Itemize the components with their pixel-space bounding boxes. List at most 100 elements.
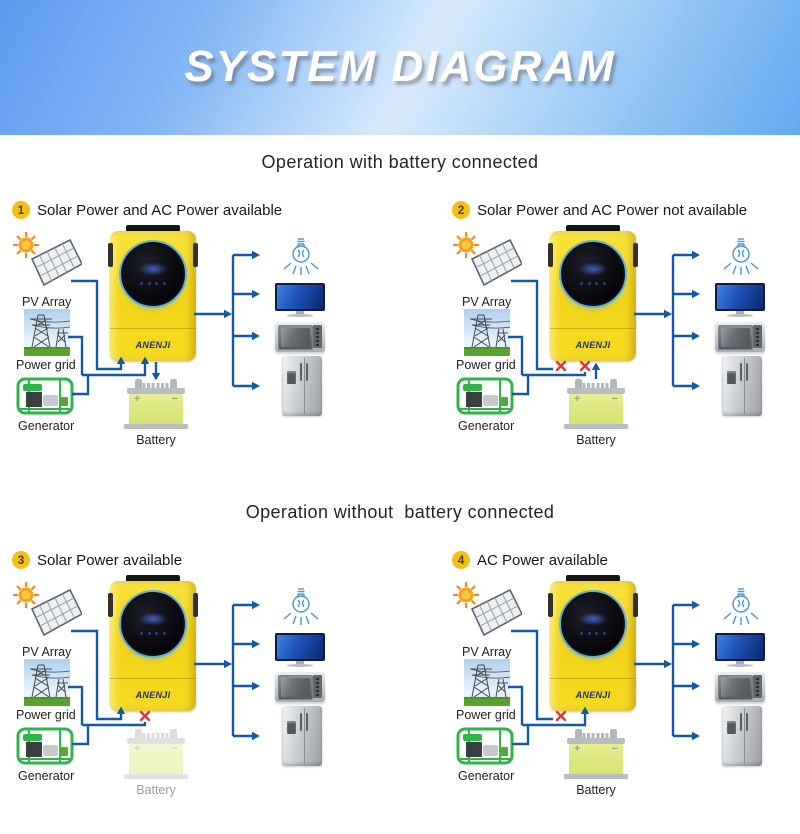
panel-4: 4 AC Power available PV Array xyxy=(448,543,793,834)
refrigerator-icon xyxy=(722,706,762,766)
pv-array-label: PV Array xyxy=(462,295,512,309)
inverter-vent xyxy=(126,225,180,232)
generator-icon xyxy=(456,373,514,417)
panel-3-title-row: 3 Solar Power available xyxy=(12,551,182,569)
generator-icon xyxy=(16,723,74,767)
inverter: ANENJI xyxy=(108,575,198,711)
inverter: ANENJI xyxy=(108,225,198,361)
panel-title: Solar Power available xyxy=(37,551,183,569)
tv-icon xyxy=(715,283,765,317)
panel-title: AC Power available xyxy=(477,551,608,569)
battery-plus-sign: + xyxy=(134,743,141,755)
power-grid-icon xyxy=(24,659,70,706)
panel-number-badge: 3 xyxy=(12,551,30,569)
inverter: ANENJI xyxy=(548,575,638,711)
microwave-icon xyxy=(275,672,325,702)
battery-icon: + − xyxy=(564,729,628,779)
battery-label: Battery xyxy=(136,783,176,797)
panel-2: 2 Solar Power and AC Power not available xyxy=(448,193,793,493)
section-heading-with-battery: Operation with battery connected xyxy=(261,152,539,172)
pv-disconnect-x-icon xyxy=(555,710,567,722)
ac-input-line xyxy=(82,722,147,727)
battery-label: Battery xyxy=(136,433,176,447)
light-bulb-icon xyxy=(719,237,763,275)
ac-input-line xyxy=(522,372,587,377)
battery-plus-sign: + xyxy=(574,743,581,755)
microwave-icon xyxy=(715,322,765,352)
refrigerator-icon xyxy=(722,356,762,416)
power-grid-icon xyxy=(464,309,510,356)
generator-icon xyxy=(456,723,514,767)
power-grid-label: Power grid xyxy=(16,358,76,372)
battery-discharge-arrow xyxy=(591,362,601,370)
inverter-brand-logo: ANENJI xyxy=(575,690,611,700)
panel-title: Solar Power and AC Power not available xyxy=(477,201,748,219)
pv-disconnect-x-icon xyxy=(555,360,567,372)
microwave-icon xyxy=(715,672,765,702)
inverter-brand-logo: ANENJI xyxy=(135,340,171,350)
ac-disconnect-x-icon xyxy=(579,360,591,372)
battery-label: Battery xyxy=(576,433,616,447)
inverter: ANENJI xyxy=(548,225,638,361)
power-grid-icon xyxy=(24,309,70,356)
panel-number-badge: 2 xyxy=(452,201,470,219)
light-bulb-icon xyxy=(719,587,763,625)
pv-array-label: PV Array xyxy=(462,645,512,659)
pv-array-icon xyxy=(452,581,524,643)
battery-minus-sign: − xyxy=(171,393,178,405)
pv-array-icon xyxy=(12,581,84,643)
generator-line xyxy=(72,725,90,746)
battery-minus-sign: − xyxy=(171,743,178,755)
microwave-icon xyxy=(275,322,325,352)
pv-line xyxy=(511,629,553,721)
power-grid-label: Power grid xyxy=(16,708,76,722)
light-bulb-icon xyxy=(279,587,323,625)
panel-1: 1 Solar Power and AC Power available xyxy=(8,193,353,493)
refrigerator-icon xyxy=(282,706,322,766)
generator-line xyxy=(72,375,90,396)
generator-icon xyxy=(16,373,74,417)
panel-number-badge: 4 xyxy=(452,551,470,569)
battery-label: Battery xyxy=(576,783,616,797)
power-grid-label: Power grid xyxy=(456,708,516,722)
battery-icon: + − xyxy=(124,379,188,429)
pv-array-icon xyxy=(452,231,524,293)
inverter-display xyxy=(121,242,185,306)
inverter-display xyxy=(121,592,185,656)
panel-number-badge: 1 xyxy=(12,201,30,219)
battery-icon: + − xyxy=(564,379,628,429)
panel-title: Solar Power and AC Power available xyxy=(37,201,283,219)
tv-icon xyxy=(275,283,325,317)
panel-1-title-row: 1 Solar Power and AC Power available xyxy=(12,201,282,219)
pv-array-label: PV Array xyxy=(22,645,72,659)
panel-2-title-row: 2 Solar Power and AC Power not available xyxy=(452,201,747,219)
panel-3: 3 Solar Power available PV Ar xyxy=(8,543,353,834)
generator-label: Generator xyxy=(458,419,515,433)
generator-label: Generator xyxy=(458,769,515,783)
generator-line xyxy=(512,725,530,746)
inverter-vent xyxy=(566,225,620,232)
generator-label: Generator xyxy=(18,419,75,433)
battery-minus-sign: − xyxy=(611,743,618,755)
inverter-display xyxy=(561,242,625,306)
inverter-display xyxy=(561,592,625,656)
refrigerator-icon xyxy=(282,356,322,416)
battery-plus-sign: + xyxy=(574,393,581,405)
ac-input-line xyxy=(82,364,147,377)
section-heading-without-battery: Operation without battery connected xyxy=(245,502,555,522)
banner: SYSTEM DIAGRAM xyxy=(0,0,800,135)
pv-array-label: PV Array xyxy=(22,295,72,309)
ac-input-line xyxy=(522,714,587,727)
power-grid-icon xyxy=(464,659,510,706)
light-bulb-icon xyxy=(279,237,323,275)
page-title: SYSTEM DIAGRAM xyxy=(184,42,616,91)
power-grid-label: Power grid xyxy=(456,358,516,372)
tv-icon xyxy=(275,633,325,667)
pv-line xyxy=(511,279,553,371)
generator-line xyxy=(512,375,530,396)
inverter-brand-logo: ANENJI xyxy=(575,340,611,350)
generator-label: Generator xyxy=(18,769,75,783)
inverter-vent xyxy=(566,575,620,582)
battery-icon-disconnected: + − xyxy=(124,729,188,779)
